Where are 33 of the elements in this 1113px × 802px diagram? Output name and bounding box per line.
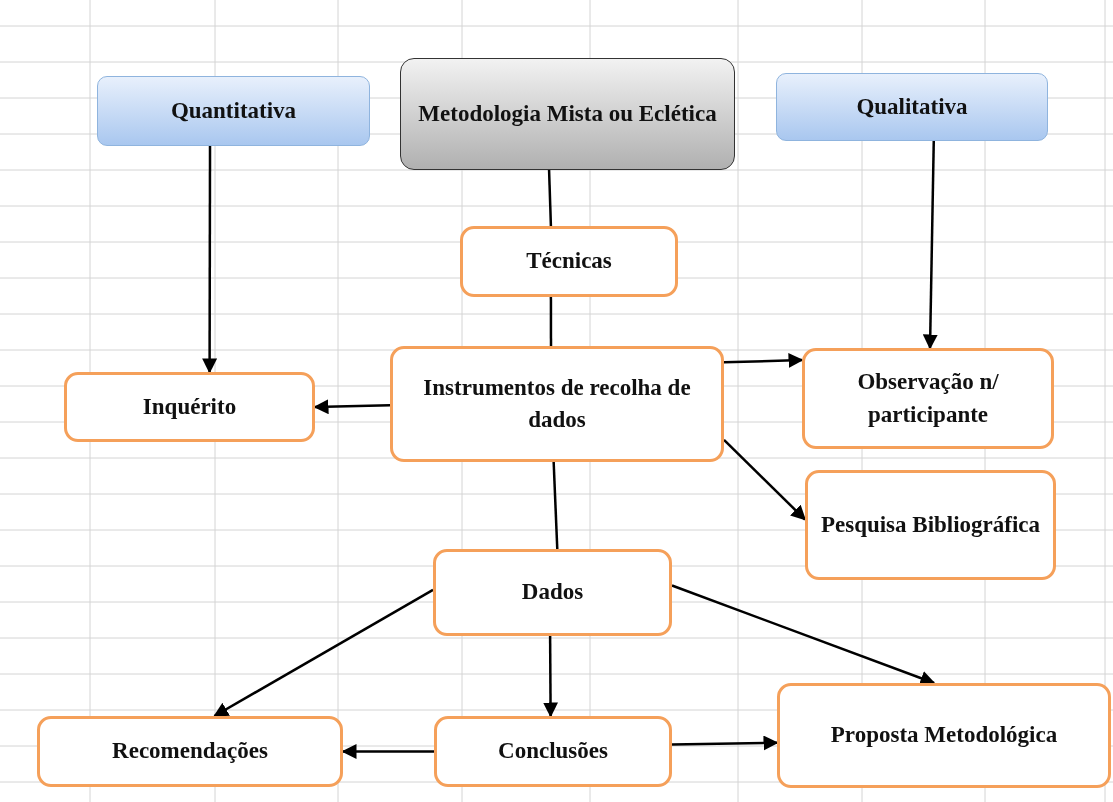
box-label: Quantitativa bbox=[169, 96, 298, 125]
process-box bbox=[37, 716, 343, 787]
process-box bbox=[805, 470, 1056, 580]
process-box bbox=[777, 683, 1111, 788]
box-label: Conclusões bbox=[497, 737, 609, 766]
process-box bbox=[460, 226, 678, 297]
arrow bbox=[543, 636, 559, 718]
arrow bbox=[723, 439, 807, 521]
arrow bbox=[723, 353, 804, 368]
box-label: Qualitativa bbox=[855, 92, 969, 121]
category-box bbox=[97, 76, 370, 146]
process-box bbox=[434, 716, 672, 787]
arrow bbox=[341, 744, 434, 759]
process-box bbox=[433, 549, 672, 636]
arrow bbox=[313, 399, 391, 415]
box-label: Instrumentos de recolha de dados bbox=[422, 373, 692, 434]
arrow bbox=[213, 588, 434, 718]
box-label: Inquérito bbox=[141, 392, 238, 421]
box-label: Técnicas bbox=[525, 247, 613, 276]
arrow bbox=[922, 140, 938, 350]
box-label: Observação n/ participante bbox=[856, 368, 1000, 429]
category-box bbox=[776, 73, 1048, 141]
process-box bbox=[390, 346, 724, 462]
box-label: Pesquisa Bibliográfica bbox=[819, 510, 1042, 539]
category-box bbox=[400, 58, 735, 170]
process-box bbox=[802, 348, 1054, 449]
process-box bbox=[64, 372, 315, 442]
arrow bbox=[672, 735, 779, 751]
arrow bbox=[202, 146, 218, 374]
box-label: Metodologia Mista ou Eclética bbox=[417, 99, 718, 128]
box-label: Dados bbox=[520, 578, 585, 607]
box-label: Recomendações bbox=[111, 737, 269, 766]
box-label: Proposta Metodológica bbox=[829, 721, 1059, 750]
